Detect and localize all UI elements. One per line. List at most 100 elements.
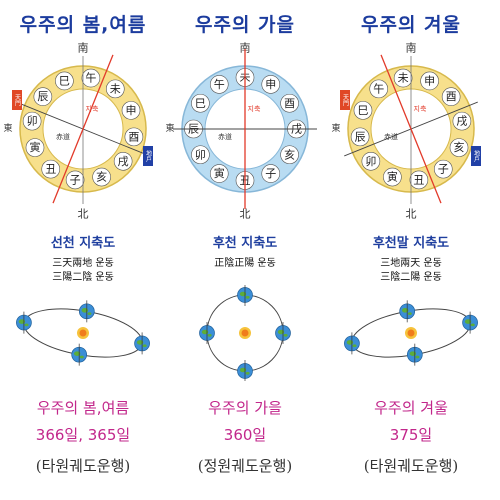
branch-mark: 寅 [25, 138, 45, 157]
branch-badge [433, 159, 453, 179]
wheel-subtitle: 후천 지축도 [212, 236, 278, 251]
branch-mark: 亥 [449, 138, 469, 157]
earth-land [79, 355, 84, 359]
branch-char: 巳 [357, 104, 368, 117]
caption-season: 우주의 겨울 [374, 399, 448, 417]
branch-char: 午 [373, 82, 384, 95]
sun-icon [79, 329, 87, 337]
branch-mark: 子 [65, 170, 85, 190]
branch-badge [280, 93, 299, 113]
badge-heaven-gate-label: 天門 [342, 94, 349, 107]
caption-days: 360일 [223, 426, 267, 444]
branch-char: 辰 [37, 90, 48, 103]
direction-east: 東 [165, 122, 174, 134]
badge-earth-door-label: 地戶 [145, 149, 152, 163]
earth-land [470, 323, 475, 327]
branch-mark: 辰 [350, 127, 370, 147]
branch-badge [191, 145, 210, 165]
badge-earth-door [143, 146, 153, 166]
branch-badge [81, 68, 101, 88]
caption-orbit: (정원궤도운행) [197, 457, 293, 475]
earth-land [245, 371, 250, 375]
column-title: 우주의 가을 [194, 14, 295, 36]
branch-char: 寅 [214, 166, 225, 180]
branch-mark: 未 [393, 68, 413, 88]
earth-land [407, 312, 412, 316]
branch-mark: 酉 [280, 93, 299, 113]
earth-land [201, 329, 209, 335]
motion-desc-1: 三天兩地 운동 [52, 258, 114, 269]
branch-badge [65, 170, 85, 190]
earth-icon [275, 322, 291, 344]
branch-badge [441, 87, 461, 107]
branch-char: 巳 [59, 74, 70, 87]
earth-icon [237, 285, 253, 306]
earth-land [81, 308, 89, 313]
direction-east: 東 [3, 122, 12, 134]
branch-mark: 申 [420, 71, 439, 91]
branch-char: 亥 [454, 140, 465, 154]
earth-land [409, 351, 417, 356]
motion-desc-1: 三地兩天 운동 [380, 258, 442, 269]
earth-icon [78, 300, 95, 323]
axis-label: 지축 [86, 104, 99, 113]
branch-badge [449, 138, 469, 157]
earth-icon [462, 311, 478, 334]
earth-icon [134, 332, 150, 355]
direction-south: 南 [78, 42, 89, 55]
branch-mark: 丑 [409, 170, 429, 190]
equator-label: 赤道 [218, 132, 232, 141]
branch-badge [452, 111, 472, 131]
branch-char: 午 [85, 72, 96, 85]
branch-badge [209, 75, 229, 94]
earth-icon [16, 311, 32, 334]
axis-label: 지축 [414, 104, 427, 113]
earth-axis-line [52, 54, 114, 204]
wheel-subtitle: 선천 지축도 [50, 236, 116, 251]
branch-badge [361, 151, 381, 171]
branch-mark: 丑 [41, 159, 61, 179]
branch-mark: 子 [433, 159, 453, 179]
earth-land [277, 329, 285, 335]
column-title: 우주의 봄,여름 [19, 14, 147, 36]
orbit-diagram [199, 285, 291, 381]
branch-mark: 戌 [452, 111, 472, 131]
earth-land [239, 291, 247, 297]
direction-north: 北 [78, 208, 89, 221]
branch-badge [25, 138, 45, 157]
branch-mark: 子 [261, 164, 281, 183]
branch-mark: 亥 [92, 167, 111, 187]
earth-land [24, 323, 29, 327]
branch-char: 申 [126, 104, 137, 117]
branch-badge [350, 127, 370, 147]
branch-mark: 戌 [113, 151, 133, 171]
branch-mark: 寅 [383, 167, 402, 187]
earth-land [352, 344, 357, 348]
branch-mark: 申 [121, 101, 141, 120]
branch-mark: 卯 [361, 151, 381, 171]
direction-north: 北 [240, 208, 251, 221]
branch-badge [124, 127, 144, 147]
branch-badge [383, 167, 402, 187]
branch-mark: 卯 [22, 111, 42, 131]
branch-badge [353, 101, 373, 120]
badge-heaven-gate [340, 90, 350, 110]
equator-label: 赤道 [384, 132, 398, 141]
branch-char: 丑 [413, 173, 424, 186]
branch-mark: 酉 [441, 87, 461, 107]
caption-days: 375일 [389, 426, 433, 444]
badge-heaven-gate [12, 90, 22, 110]
branch-mark: 酉 [124, 127, 144, 147]
earth-land [142, 344, 147, 348]
branch-badge [41, 159, 61, 179]
caption-days: 366일, 365일 [35, 426, 131, 444]
direction-north: 北 [406, 208, 417, 221]
branch-char: 未 [110, 82, 121, 95]
branch-char: 酉 [284, 97, 295, 110]
branch-mark: 寅 [209, 164, 229, 183]
branch-char: 卯 [195, 148, 206, 161]
badge-heaven-gate-label: 天門 [14, 94, 21, 107]
branch-char: 亥 [284, 147, 295, 161]
branch-mark: 午 [369, 79, 389, 99]
